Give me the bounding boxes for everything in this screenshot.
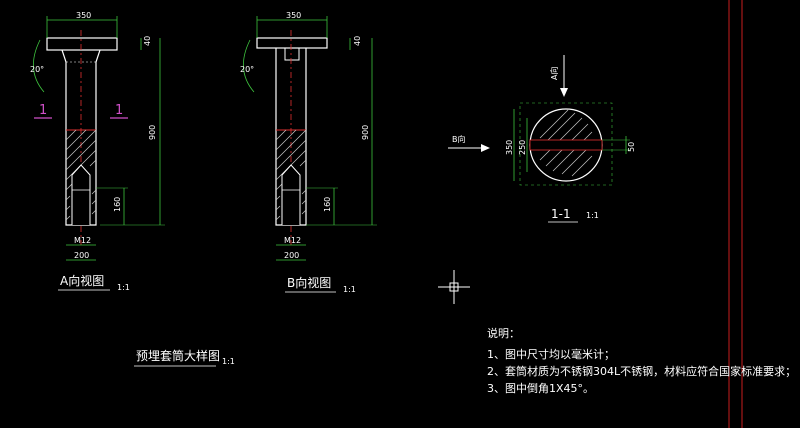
crosshair-icon	[438, 270, 470, 304]
notes-item-1: 1、图中尺寸均以毫米计；	[487, 347, 615, 361]
section-dim-height: 350	[505, 140, 514, 155]
section-title: 1-1	[551, 207, 571, 221]
view-a-section-mark-left: 1	[39, 103, 47, 118]
section-dim-slot: 50	[627, 142, 636, 152]
view-a-section-mark-right: 1	[115, 103, 123, 118]
view-a-title: A向视图	[60, 273, 104, 288]
view-a-hatch	[65, 129, 97, 226]
view-b-thread-depth: 160	[323, 197, 332, 212]
view-b-angle: 20°	[240, 65, 254, 74]
notes-item-3: 3、图中倒角1X45°。	[487, 382, 594, 395]
section-dim-inner: 250	[518, 140, 527, 155]
detail-title-block: 预埋套筒大样图 1:1	[134, 348, 235, 367]
view-a-bottom-width: 200	[74, 251, 89, 260]
arrow-b-label: B向	[452, 134, 466, 144]
detail-title: 预埋套筒大样图	[136, 348, 220, 363]
view-a-total-length: 900	[148, 125, 157, 140]
view-b-head-width: 350	[286, 11, 301, 20]
section-scale: 1:1	[586, 211, 599, 220]
section-slot	[529, 139, 603, 151]
section-1-1: A向 B向 350 250 50 1-1 1:1	[448, 55, 636, 223]
arrow-a-label: A向	[549, 67, 559, 80]
view-a: 350 40 900	[30, 11, 165, 292]
notes-heading: 说明：	[487, 326, 520, 340]
view-a-scale: 1:1	[117, 283, 130, 292]
view-b-bottom-width: 200	[284, 251, 299, 260]
view-a-head-width: 350	[76, 11, 91, 20]
view-b-head-thickness: 40	[353, 36, 362, 46]
notes-item-2: 2、套筒材质为不锈钢304L不锈钢，材料应符合国家标准要求；	[487, 364, 796, 378]
view-b-total-length: 900	[361, 125, 370, 140]
view-a-head	[46, 37, 118, 51]
view-a-angle: 20°	[30, 65, 44, 74]
view-a-thread-depth: 160	[113, 197, 122, 212]
view-b-title: B向视图	[287, 275, 331, 290]
view-a-thread: M12	[74, 236, 91, 245]
notes-block: 说明： 1、图中尺寸均以毫米计； 2、套筒材质为不锈钢304L不锈钢，材料应符合…	[487, 326, 796, 395]
view-a-head-thickness: 40	[143, 36, 152, 46]
view-b-thread: M12	[284, 236, 301, 245]
view-b: 350 40 900 160 M12	[240, 11, 377, 294]
detail-scale: 1:1	[222, 357, 235, 366]
view-b-hatch	[275, 129, 307, 226]
view-b-head	[256, 37, 328, 49]
view-b-scale: 1:1	[343, 285, 356, 294]
